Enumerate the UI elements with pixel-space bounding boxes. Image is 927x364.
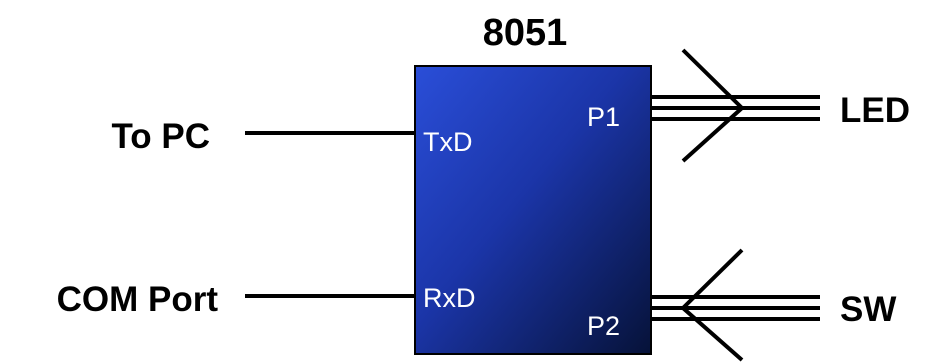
p2-bus: [651, 248, 820, 362]
p2-bus-arrow: [680, 248, 744, 362]
p1-bus-arrow: [681, 48, 745, 163]
label-com-port: COM Port: [57, 280, 219, 319]
pin-txd: TxD: [423, 127, 473, 157]
pin-p1: P1: [587, 102, 620, 132]
pin-p2: P2: [587, 311, 620, 341]
pin-rxd: RxD: [423, 283, 476, 313]
chip-8051: [414, 65, 652, 355]
label-led: LED: [840, 91, 910, 130]
chip-title: 8051: [483, 12, 568, 54]
p1-bus: [651, 48, 820, 163]
label-to-pc: To PC: [111, 117, 210, 156]
label-sw: SW: [840, 290, 896, 329]
